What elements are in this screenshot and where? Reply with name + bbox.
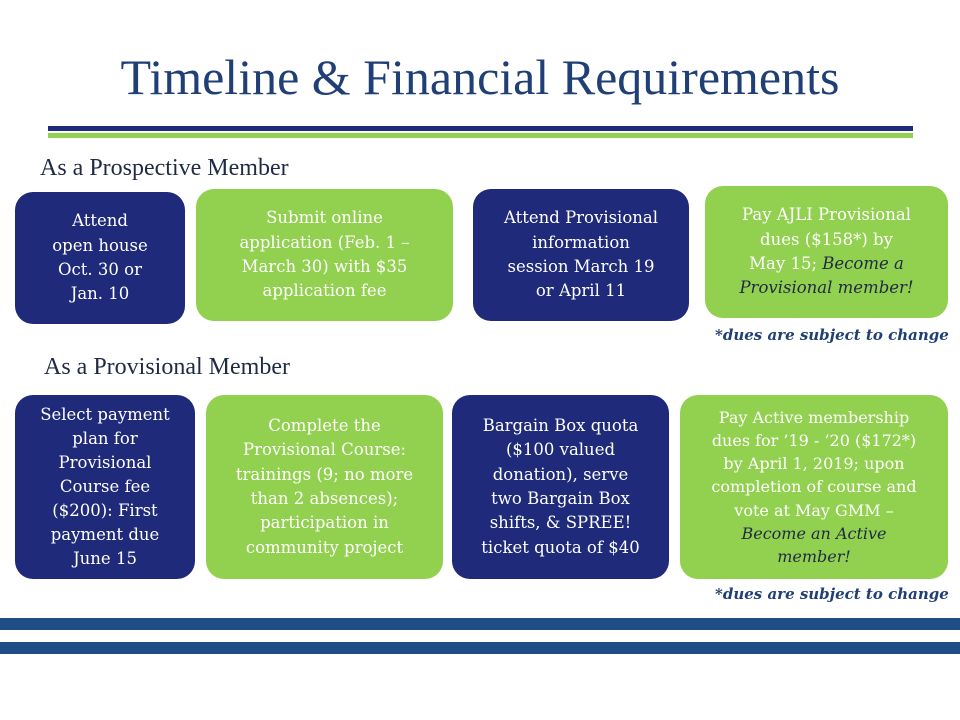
step-line: Oct. 30 or bbox=[58, 260, 142, 279]
step-line: Pay AJLI Provisional bbox=[742, 205, 911, 225]
slide-title: Timeline & Financial Requirements bbox=[120, 49, 840, 105]
step-line: dues ($158*) by bbox=[760, 229, 893, 249]
step-line: session March 19 bbox=[507, 257, 655, 276]
step-line: Attend bbox=[72, 211, 128, 231]
step-line: ($100 valued bbox=[505, 440, 616, 460]
footer-stripe-top bbox=[0, 618, 960, 630]
step-line: vote at May GMM – bbox=[734, 500, 894, 520]
step-select-payment-plan: Select payment plan for Provisional Cour… bbox=[15, 395, 195, 579]
title-underline-green bbox=[48, 133, 913, 138]
step-line: application (Feb. 1 – bbox=[239, 232, 410, 252]
step-line: Attend Provisional bbox=[503, 208, 659, 228]
step-line: application fee bbox=[262, 281, 387, 301]
step-line: plan for bbox=[72, 428, 138, 448]
dues-note-prospective: *dues are subject to change bbox=[715, 326, 949, 344]
step-bargain-box-quota: Bargain Box quota ($100 valued donation)… bbox=[452, 395, 669, 579]
step-line: Provisional bbox=[58, 452, 152, 472]
footer-stripe-bottom bbox=[0, 642, 960, 654]
step-line: June 15 bbox=[73, 549, 137, 569]
step-attend-info-session: Attend Provisional information session M… bbox=[473, 189, 689, 321]
step-line: dues for ’19 - ’20 ($172*) bbox=[711, 431, 917, 451]
step-line: Submit online bbox=[266, 208, 383, 228]
step-line: Provisional Course: bbox=[242, 440, 407, 460]
step-line: trainings (9; no more bbox=[235, 464, 414, 484]
step-emphasis: member! bbox=[777, 546, 851, 566]
step-line: community project bbox=[245, 537, 404, 557]
title-underline-navy bbox=[48, 126, 913, 131]
step-line: participation in bbox=[260, 513, 389, 533]
step-line: Jan. 10 bbox=[70, 284, 130, 304]
step-line: ($200): First bbox=[52, 501, 158, 521]
step-line: by April 1, 2019; upon bbox=[723, 454, 905, 474]
step-emphasis: Provisional member! bbox=[739, 278, 914, 298]
step-line: Bargain Box quota bbox=[482, 415, 639, 435]
step-line: information bbox=[532, 232, 630, 252]
section-heading-prospective: As a Prospective Member bbox=[40, 155, 289, 181]
step-line: open house bbox=[52, 235, 148, 255]
step-line: donation), serve bbox=[492, 464, 629, 484]
step-line: two Bargain Box bbox=[491, 489, 630, 508]
step-line-mixed: May 15; Become a bbox=[739, 252, 913, 276]
step-line: March 30) with $35 bbox=[241, 257, 408, 276]
section-heading-provisional: As a Provisional Member bbox=[44, 354, 290, 380]
step-line: shifts, & SPREE! bbox=[489, 513, 632, 533]
step-line: or April 11 bbox=[535, 281, 627, 301]
step-line: completion of course and bbox=[711, 477, 917, 497]
step-submit-application: Submit online application (Feb. 1 – Marc… bbox=[196, 189, 453, 321]
step-line: Course fee bbox=[59, 476, 151, 496]
step-pay-provisional-dues: Pay AJLI Provisional dues ($158*) by May… bbox=[705, 186, 948, 318]
step-line: Complete the bbox=[268, 415, 381, 435]
step-line: than 2 absences); bbox=[250, 489, 399, 508]
step-line: May 15; bbox=[749, 254, 823, 273]
step-pay-active-dues: Pay Active membership dues for ’19 - ’20… bbox=[680, 395, 948, 579]
dues-note-provisional: *dues are subject to change bbox=[715, 585, 949, 603]
step-complete-course: Complete the Provisional Course: trainin… bbox=[206, 395, 443, 579]
step-attend-open-house: Attend open house Oct. 30 or Jan. 10 bbox=[15, 192, 185, 324]
step-line: Pay Active membership bbox=[718, 408, 910, 428]
step-line: ticket quota of $40 bbox=[481, 537, 640, 557]
step-line: payment due bbox=[50, 525, 160, 545]
step-line: Select payment bbox=[40, 404, 170, 424]
step-emphasis: Become an Active bbox=[741, 523, 887, 543]
step-emphasis: Become a bbox=[822, 254, 904, 273]
